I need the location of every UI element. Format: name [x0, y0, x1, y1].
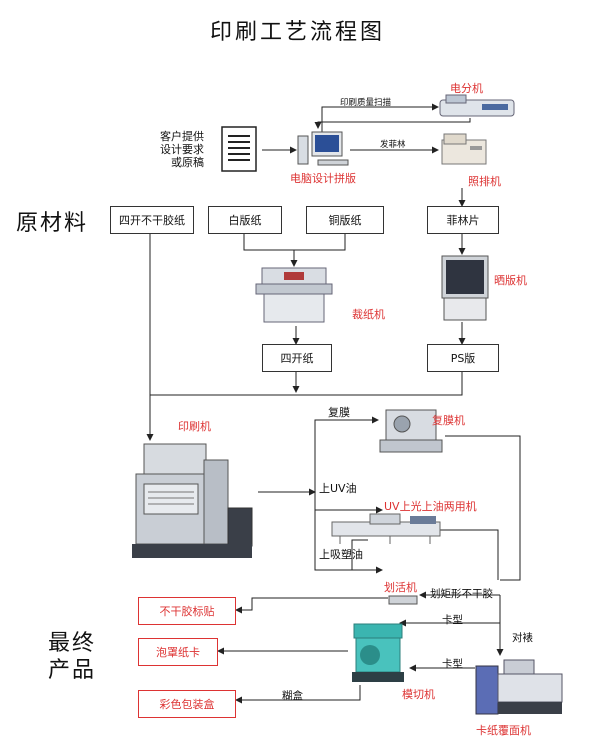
film-label: 发菲林 — [380, 140, 406, 150]
uv-coater-icon — [330, 512, 442, 546]
printing-press-icon — [130, 440, 258, 562]
cutter-label: 裁纸机 — [352, 308, 385, 321]
card-type-label-1: 卡型 — [442, 614, 463, 626]
separator-label: 电分机 — [450, 82, 483, 95]
computer-icon — [296, 130, 352, 168]
press-label: 印刷机 — [178, 420, 211, 433]
box-quarter-paper: 四开纸 — [262, 344, 332, 372]
section-final-line1: 最终 — [48, 631, 97, 656]
card-mounter-icon — [474, 656, 566, 718]
exposure-machine-icon — [440, 254, 490, 322]
box-tongban-paper: 铜版纸 — [306, 206, 384, 234]
box-product-blister-card: 泡罩纸卡 — [138, 638, 218, 666]
mounting-label: 对裱 — [512, 632, 533, 644]
color-separator-icon — [438, 92, 518, 120]
client-line3: 或原稿 — [171, 156, 204, 169]
client-line1: 客户提供 — [160, 130, 204, 143]
die-cutter-icon — [350, 622, 406, 684]
mounter-label: 卡纸覆面机 — [476, 724, 531, 737]
client-line2: 设计要求 — [160, 143, 204, 156]
rectangle-sticker-label: 划矩形不干胶 — [430, 588, 493, 600]
client-input-text: 客户提供 设计要求 或原稿 — [160, 130, 204, 169]
section-final-line2: 产品 — [48, 658, 97, 683]
box-baiban-paper: 白版纸 — [208, 206, 282, 234]
computer-label: 电脑设计拼版 — [290, 172, 356, 185]
uv-oil-label: 上UV油 — [319, 482, 357, 495]
section-raw-materials: 原材料 — [16, 211, 89, 236]
page-title: 印刷工艺流程图 — [209, 20, 385, 45]
box-product-color-box: 彩色包装盒 — [138, 690, 236, 718]
exposure-label: 晒版机 — [494, 274, 527, 287]
laminator-label: 复膜机 — [432, 414, 465, 427]
paper-cutter-icon — [254, 266, 334, 326]
card-type-label-2: 卡型 — [442, 658, 463, 670]
lamination-label: 复膜 — [328, 406, 350, 419]
box-product-sticker-label: 不干胶标贴 — [138, 597, 236, 625]
laminator-icon — [378, 404, 444, 454]
typesetter-icon — [440, 132, 488, 168]
scan-label: 印刷质量扫描 — [340, 98, 392, 108]
box-gluing-label: 糊盒 — [282, 690, 303, 702]
document-icon — [221, 126, 257, 172]
typesetter-label: 照排机 — [468, 175, 501, 188]
box-film-sheet: 菲林片 — [427, 206, 499, 234]
box-sikai-sticker-paper: 四开不干胶纸 — [110, 206, 194, 234]
uv-coater-label: UV上光上油两用机 — [384, 500, 477, 513]
blister-oil-label: 上吸塑油 — [319, 548, 363, 561]
die-cutter-label: 模切机 — [402, 688, 435, 701]
scorer-label: 划活机 — [384, 581, 417, 594]
scorer-icon — [388, 591, 418, 605]
box-ps-plate: PS版 — [427, 344, 499, 372]
